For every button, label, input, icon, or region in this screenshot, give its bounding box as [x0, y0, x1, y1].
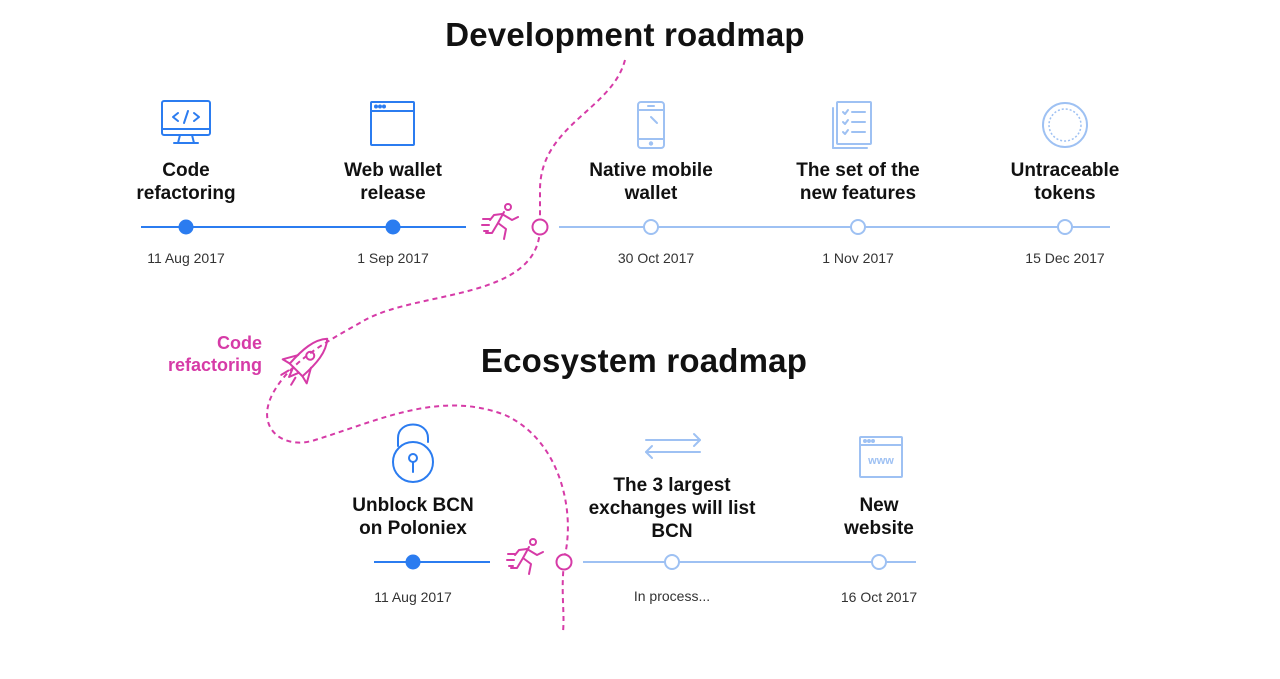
eco-milestone-dot-1: [405, 554, 421, 570]
rocket-icon: [280, 337, 329, 386]
eco-milestone-date-1: 11 Aug 2017: [374, 589, 452, 605]
progress-dashed-path: [266, 59, 626, 633]
runner-icon: [481, 203, 519, 240]
checklist-icon: [832, 101, 872, 149]
dev-milestone-date-2: 1 Sep 2017: [357, 250, 429, 266]
dev-milestone-label-4: The set of the new features: [796, 160, 920, 204]
dev-current-marker: [531, 218, 549, 236]
exchange-arrows-icon: [645, 433, 701, 459]
code-monitor-icon: [161, 100, 211, 144]
dev-milestone-date-1: 11 Aug 2017: [147, 250, 225, 266]
dev-milestone-label-2: Web wallet release: [344, 160, 442, 204]
dev-milestone-label-5: Untraceable tokens: [1010, 160, 1120, 204]
eco-milestone-label-3: New website: [844, 495, 914, 539]
dev-milestone-label-3: Native mobile wallet: [589, 160, 713, 204]
token-coin-icon: [1042, 102, 1088, 148]
eco-milestone-dot-3: [871, 554, 887, 570]
eco-current-marker: [555, 553, 573, 571]
dev-milestone-date-3: 30 Oct 2017: [617, 250, 695, 266]
unlock-icon: [392, 423, 434, 483]
ecosystem-roadmap-title: Ecosystem roadmap: [480, 342, 808, 379]
eco-milestone-date-3: 16 Oct 2017: [840, 589, 918, 605]
dev-milestone-label-1: Code refactoring: [136, 160, 236, 204]
svg-text:www: www: [867, 455, 894, 467]
rocket-note-label: Code refactoring: [167, 333, 262, 375]
eco-milestone-label-2: The 3 largest exchanges will list BCN: [588, 475, 756, 542]
dev-milestone-dot-3: [643, 219, 659, 235]
dev-milestone-dot-5: [1057, 219, 1073, 235]
mobile-phone-icon: [637, 101, 665, 149]
eco-milestone-dot-2: [664, 554, 680, 570]
runner-icon: [506, 538, 544, 575]
dev-milestone-dot-4: [850, 219, 866, 235]
eco-milestone-date-2: In process...: [633, 588, 711, 604]
dev-milestone-date-5: 15 Dec 2017: [1025, 250, 1105, 266]
development-roadmap-title: Development roadmap: [445, 16, 805, 53]
dev-milestone-date-4: 1 Nov 2017: [822, 250, 894, 266]
www-window-icon: www: [859, 436, 903, 478]
browser-window-icon: [370, 101, 415, 146]
dev-milestone-dot-1: [178, 219, 194, 235]
eco-milestone-label-1: Unblock BCN on Poloniex: [352, 495, 474, 539]
dev-milestone-dot-2: [385, 219, 401, 235]
